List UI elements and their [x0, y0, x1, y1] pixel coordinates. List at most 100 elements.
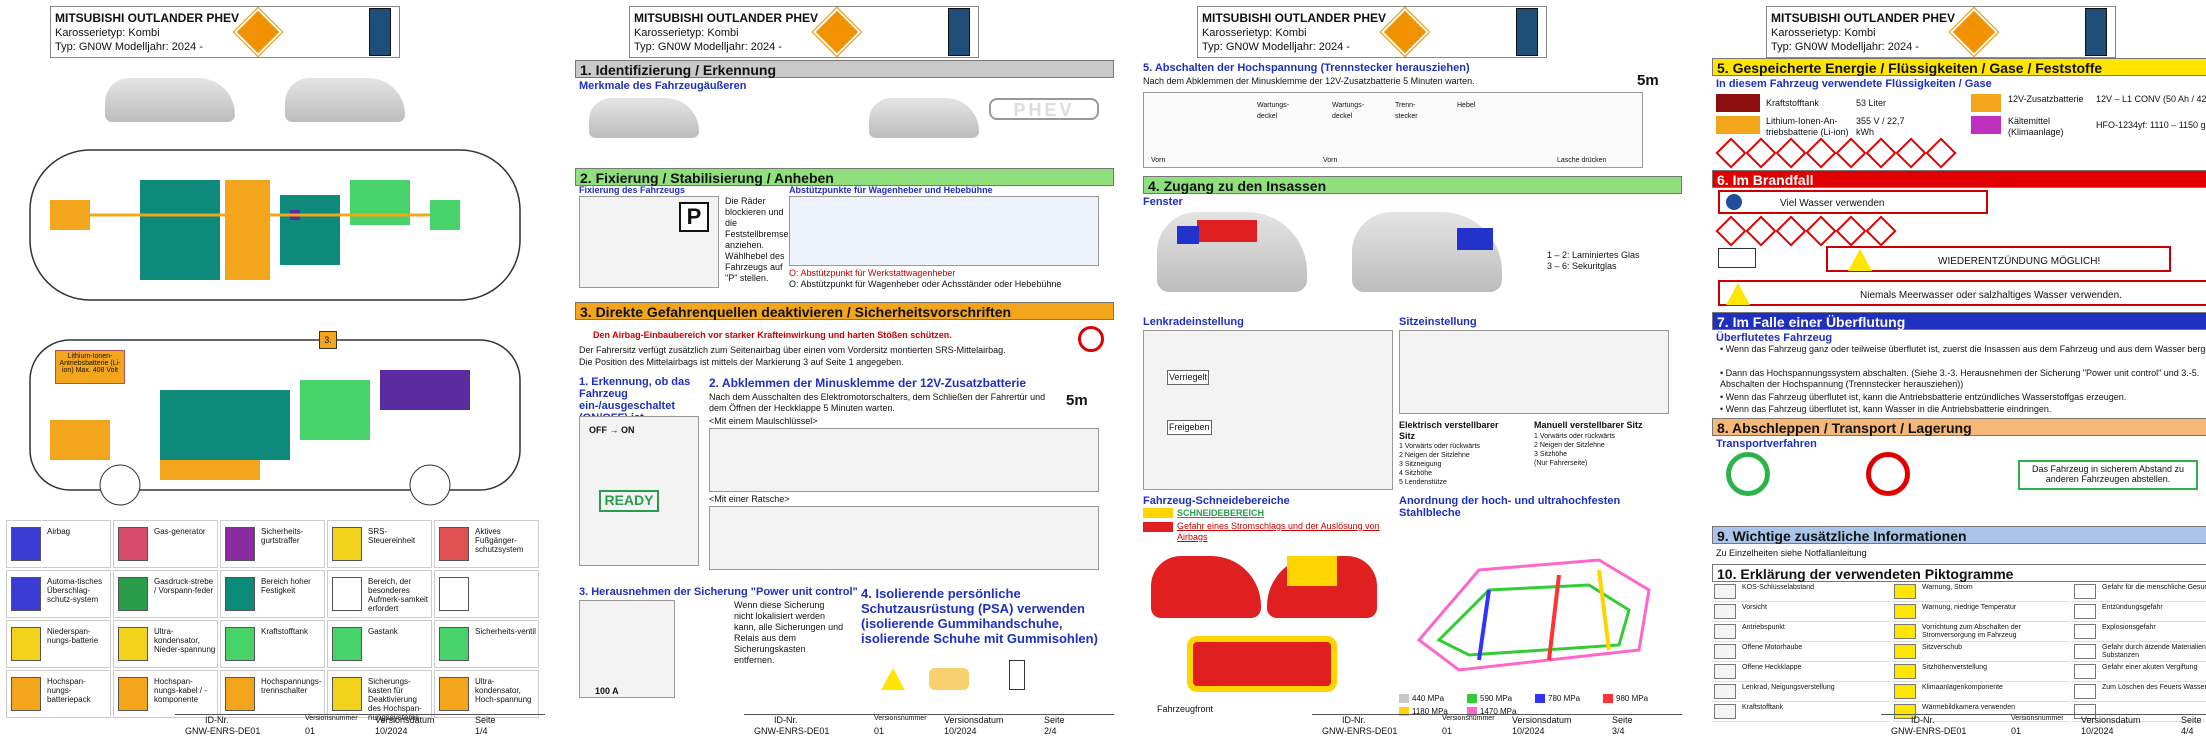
pictogram-icon [2074, 684, 2096, 699]
flood-bullet-2: • Dann das Hochspannungssystem abschalte… [1720, 368, 2200, 389]
legend-label: Hochspan-nungs-kabel / -komponente [154, 677, 207, 704]
pictogram-row: Offene Motorhaube [1712, 642, 1890, 662]
page-header: MITSUBISHI OUTLANDER PHEV Karosserietyp:… [1766, 6, 2116, 58]
flood-bullet-3: • Wenn das Fahrzeug überflutet ist, kann… [1720, 392, 2127, 402]
pictogram-row: Gefahr durch ätzende Materialien / Subst… [2072, 642, 2206, 662]
footer-version: 01 [874, 726, 885, 736]
pictogram-icon [1714, 664, 1736, 679]
footer: ID-Nr. Versionsnummer Versionsdatum Seit… [175, 714, 545, 736]
ghs-hazard-icon [1925, 137, 1957, 169]
section-2-sub-a: Fixierung des Fahrzeugs [579, 185, 686, 195]
release-label: Freigeben [1167, 420, 1212, 435]
legend-swatch [118, 527, 148, 561]
front-label-2: Vorn [1323, 157, 1338, 164]
section-2-text: Die Räder blockieren und die Feststellbr… [725, 196, 789, 283]
mpa-swatch [1399, 694, 1409, 703]
park-p-icon: P [679, 202, 709, 232]
footer-id-label: ID-Nr. [1911, 715, 1935, 725]
legend-swatch [439, 627, 469, 661]
section-9-text: Zu Einzelheiten siehe Notfallanleitung [1716, 548, 1867, 558]
pictogram-icon [1714, 644, 1736, 659]
warning-icon [1726, 283, 1750, 305]
phev-badge: PHEV [989, 98, 1099, 120]
footer-date-label: Versionsdatum [2081, 715, 2141, 725]
ready-indicator: READY [599, 490, 659, 512]
pictogram-icon [2074, 624, 2096, 639]
car-rear-photo [869, 98, 979, 138]
parking-note: Das Fahrzeug in sicherem Abstand zu ande… [2018, 460, 2198, 490]
pictogram-icon [2074, 584, 2096, 599]
footer-page: 4/4 [2181, 726, 2194, 736]
service-lid-label-2: Wartungs-deckel [1332, 102, 1365, 120]
legend-swatch [439, 677, 469, 711]
thermal-camera-icon [1718, 248, 1756, 268]
legend-item: Sicherheits-ventil [434, 620, 539, 668]
legend-label: SRS-Steuereinheit [368, 527, 416, 545]
pictogram-icon [1894, 604, 1916, 619]
high-voltage-icon [1379, 6, 1431, 58]
mpa-label: 980 MPa [1616, 694, 1649, 703]
footer-date-label: Versionsdatum [944, 715, 1004, 725]
pictogram-icon [1894, 624, 1916, 639]
footer-id-label: ID-Nr. [774, 715, 798, 725]
legend-item: Hochspan-nungs-kabel / -komponente [113, 670, 218, 718]
mpa-label: 590 MPa [1480, 694, 1513, 703]
legend-swatch [225, 677, 255, 711]
rescue-sheet-icon [1516, 8, 1538, 56]
pictogram-row: Vorrichtung zum Abschalten der Stromvers… [1892, 622, 2070, 642]
hv-battery-swatch [1716, 116, 1760, 134]
page-header: MITSUBISHI OUTLANDER PHEV Karosserietyp:… [629, 6, 979, 58]
pictogram-label: Warnung, niedrige Temperatur [1922, 604, 2017, 611]
ghs-hazard-icon [1805, 215, 1837, 247]
ghs-hazard-icon [1835, 215, 1867, 247]
page-3: MITSUBISHI OUTLANDER PHEV Karosserietyp:… [1137, 0, 1688, 744]
fluid-fuel-value: 53 Liter [1856, 98, 1887, 108]
fluid-hv-battery-value: 355 V / 22,7 kWh [1856, 116, 1905, 137]
model-title: MITSUBISHI OUTLANDER PHEV [1202, 11, 1387, 25]
warning-icon [1848, 249, 1872, 271]
cut-car-front [1151, 556, 1261, 618]
section-8-sub: Transportverfahren [1716, 438, 1817, 450]
mpa-label: 1180 MPa [1412, 707, 1448, 716]
legend-label: Sicherheits-gurtstraffer [261, 527, 304, 545]
pictogram-row: Kraftstofftank [1712, 702, 1890, 722]
footer-version-label: Versionsnummer [2011, 715, 2064, 722]
timer-5m: 5m [1066, 392, 1088, 409]
pictogram-icon [1894, 644, 1916, 659]
legend-label: Gas-generator [154, 527, 206, 536]
body-type: Karosserietyp: Kombi [55, 27, 160, 39]
mpa-label: 1470 MPa [1480, 707, 1517, 716]
disconnect-plug-steps [1143, 92, 1643, 168]
legend-swatch [225, 527, 255, 561]
off-on-label: OFF → ON [589, 425, 635, 435]
section-5-text: Nach dem Abklemmen der Minusklemme der 1… [1143, 76, 1475, 86]
footer-page-label: Seite [1044, 715, 1065, 725]
legend-label: Ultra-kondensator, Nieder-spannung [154, 627, 216, 654]
water-icon [1726, 194, 1742, 210]
mpa-swatch [1467, 694, 1477, 703]
pictogram-row: Warnung, niedrige Temperatur [1892, 602, 2070, 622]
section-1-title: 1. Identifizierung / Erkennung [575, 60, 1114, 78]
high-voltage-icon [1948, 6, 2000, 58]
water-text: Viel Wasser verwenden [1780, 198, 1885, 209]
car-rear-photo [285, 78, 405, 122]
ratchet-image [709, 506, 1099, 570]
model-title: MITSUBISHI OUTLANDER PHEV [1771, 11, 1956, 25]
footer-version: 01 [305, 726, 316, 736]
pictogram-icon [1894, 684, 1916, 699]
refrigerant-swatch [1971, 116, 2001, 134]
pictogram-row [2072, 702, 2206, 722]
ghs-hazard-icon [1745, 137, 1777, 169]
footer-id: GNW-ENRS-DE01 [754, 726, 830, 736]
vehicle-component-diagram [29, 149, 521, 506]
legend-swatch [118, 577, 148, 611]
ghs-hazard-icon [1715, 137, 1747, 169]
footer-id-label: ID-Nr. [1342, 715, 1366, 725]
pictogram-row: Explosionsgefahr [2072, 622, 2206, 642]
pictogram-icon [2074, 644, 2096, 659]
legend-label: Sicherungs-kasten für Deaktivierung des … [368, 677, 422, 722]
water-box: Viel Wasser verwenden [1718, 190, 1988, 214]
steering-image [1143, 330, 1393, 490]
